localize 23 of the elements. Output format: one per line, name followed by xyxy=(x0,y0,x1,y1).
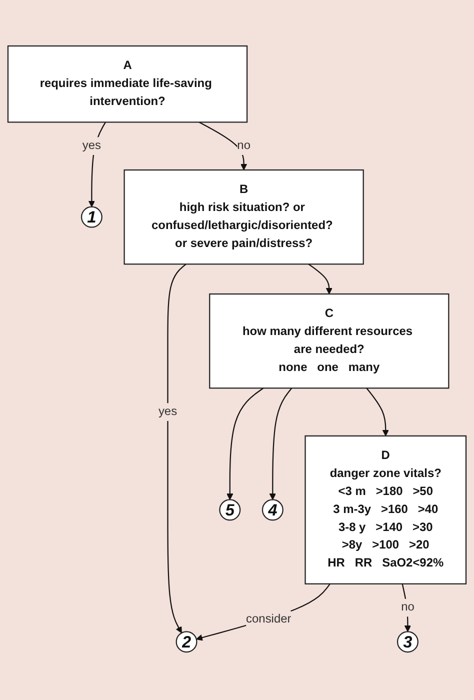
node-circle: 4 xyxy=(262,499,284,521)
node-box: A requires immediate life-saving intervention? xyxy=(7,45,248,123)
edge-label: no xyxy=(237,139,250,152)
arrow xyxy=(167,264,186,634)
edge-label: yes xyxy=(158,405,178,418)
node-circle: 2 xyxy=(176,631,198,652)
node-circle: 3 xyxy=(396,631,418,652)
node-circle: 5 xyxy=(219,499,241,521)
edge-label: no xyxy=(401,600,414,614)
node-box: B high risk situation? or confused/lethargic/disoriented? or severe pain/distress? xyxy=(124,169,364,265)
node-box: C how many different resources are needed? none one many xyxy=(209,293,450,389)
arrow xyxy=(226,388,264,500)
node-circle: 1 xyxy=(80,206,102,228)
node-box: D danger zone vitals? <3 m >180 >50 3 m-3y >160 >40 3-8 y >140 >30 >8y >100 >20 HR RR SaO2<92% xyxy=(304,435,467,584)
edge-label: consider xyxy=(246,612,292,626)
arrow xyxy=(366,388,389,436)
arrow xyxy=(308,264,332,294)
edge-label: yes xyxy=(82,139,101,152)
arrow xyxy=(196,583,331,641)
arrow xyxy=(269,388,292,500)
arrow xyxy=(88,122,106,208)
arrow xyxy=(198,122,248,170)
arrow xyxy=(402,584,411,632)
